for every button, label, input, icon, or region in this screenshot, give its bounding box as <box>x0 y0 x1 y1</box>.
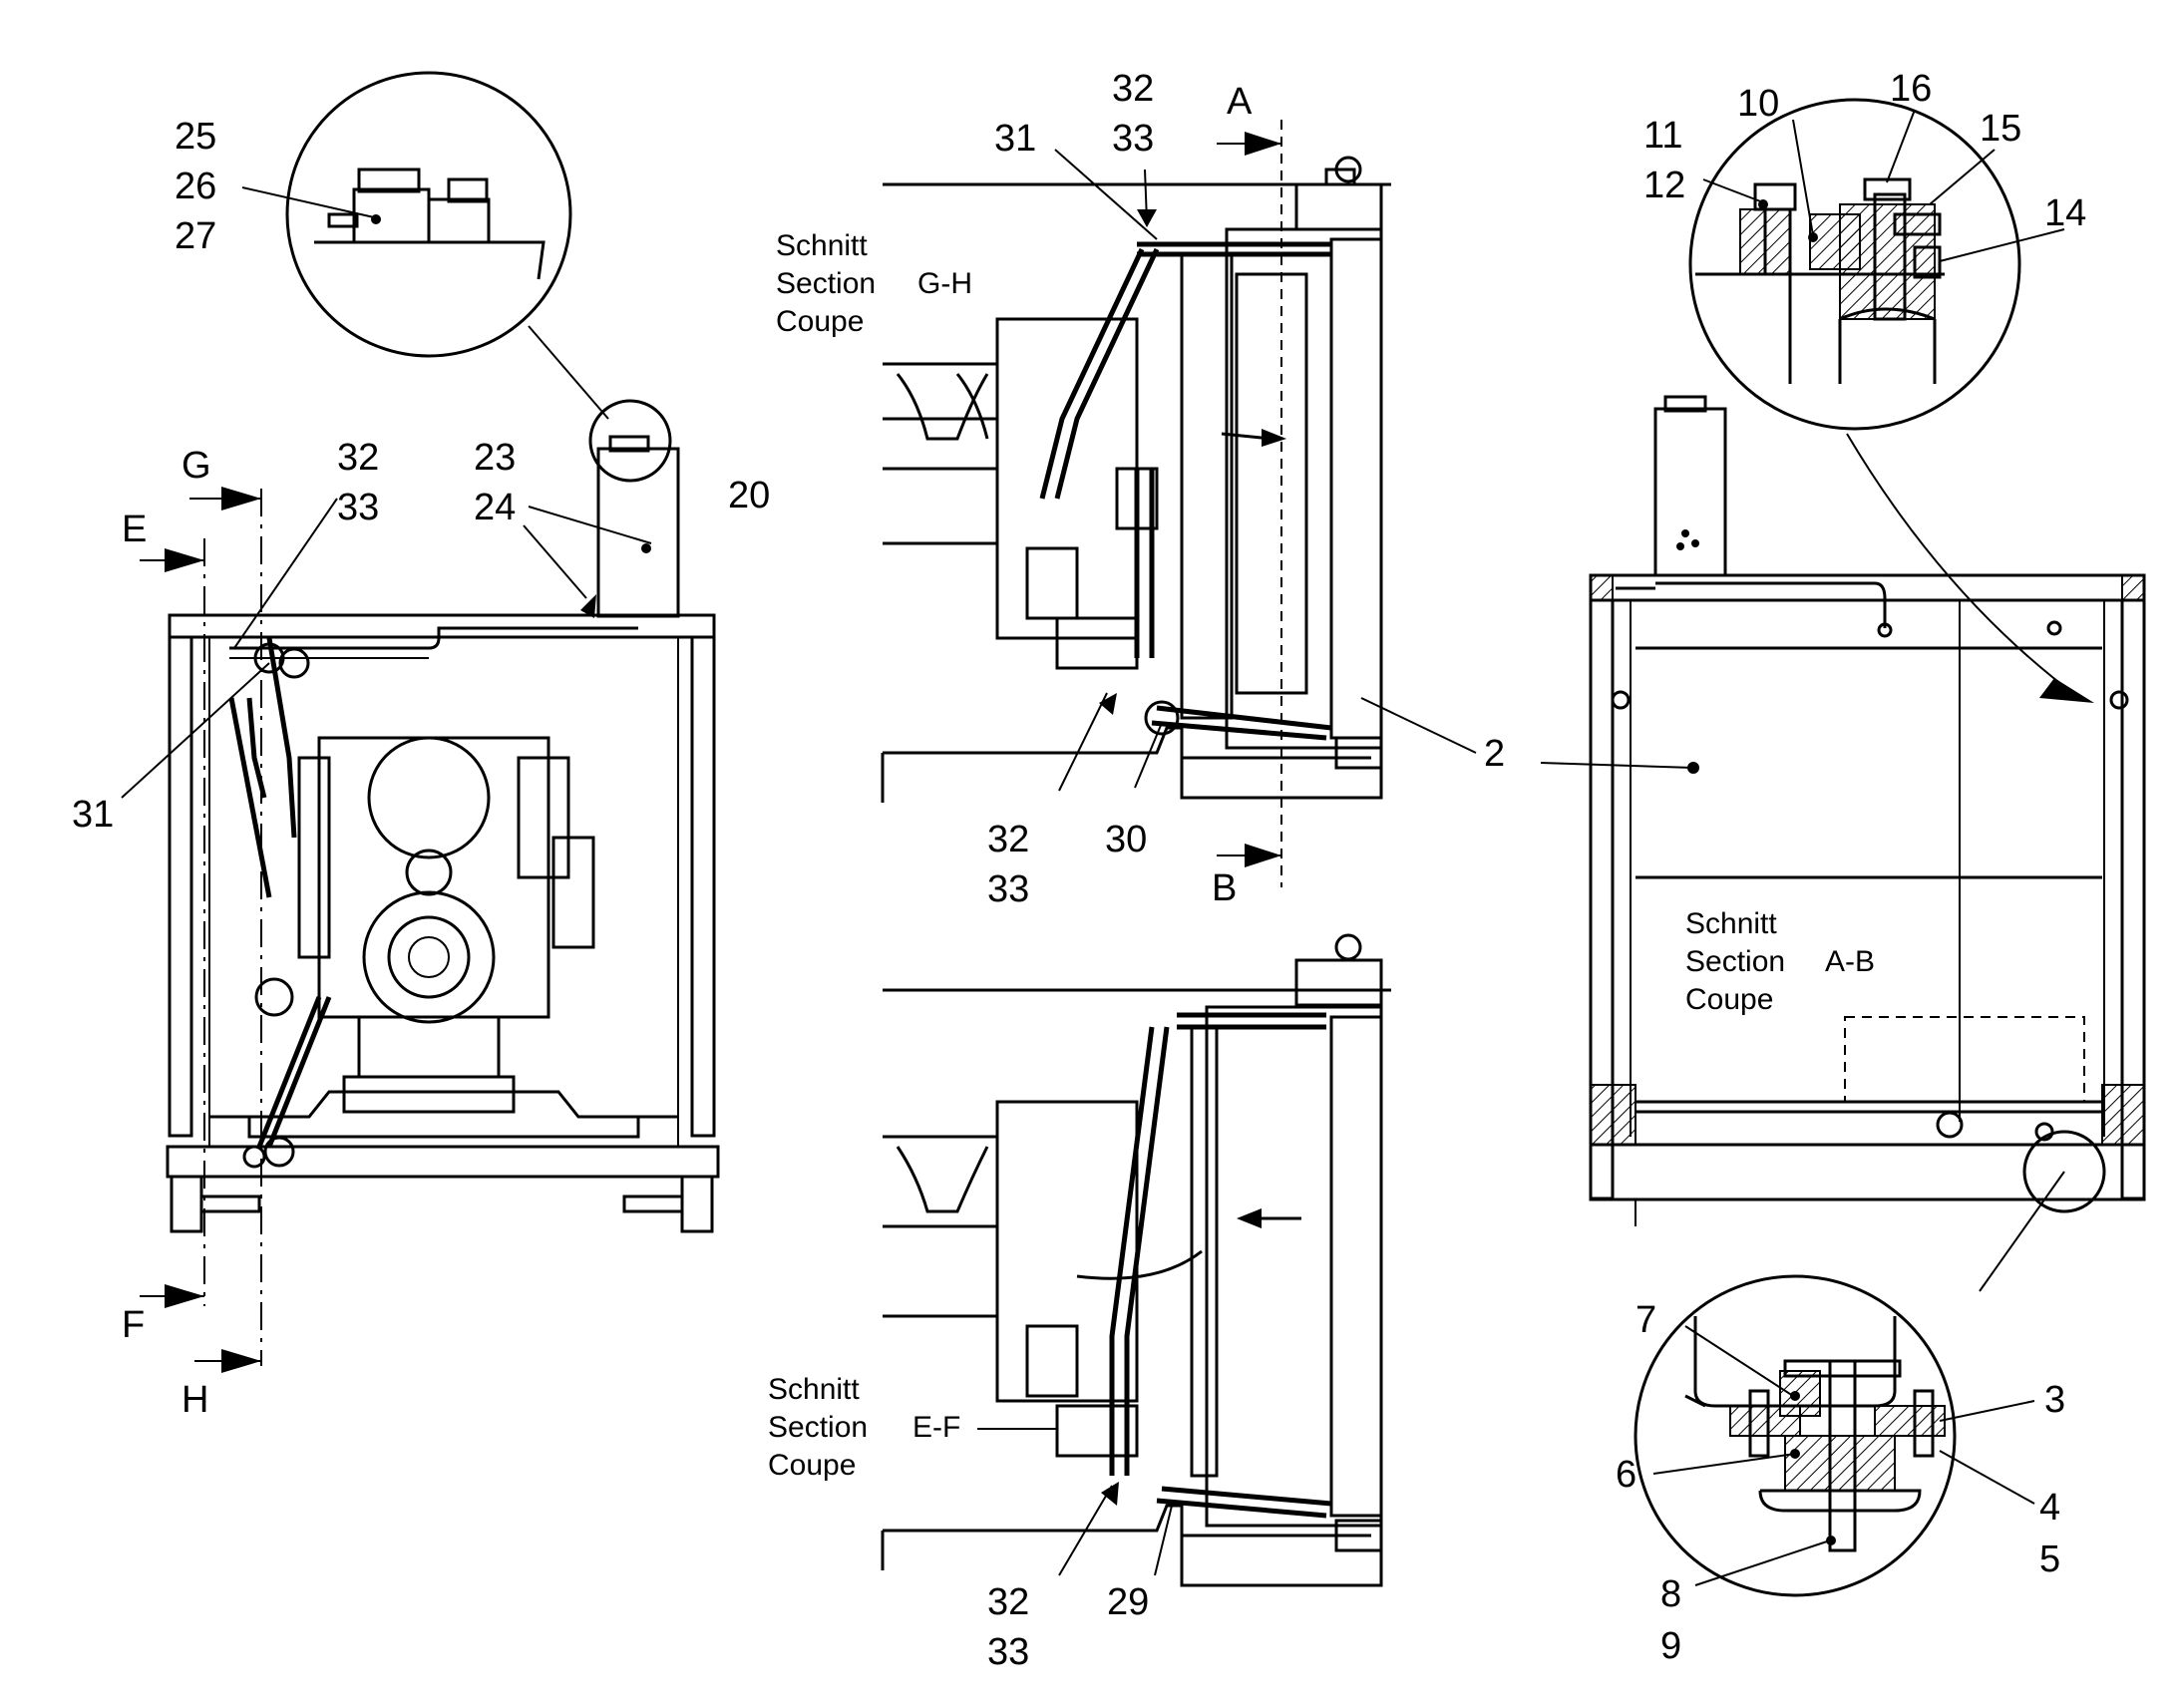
callout-11: 11 <box>1643 115 1683 157</box>
callout-10: 10 <box>1737 83 1780 125</box>
callout-31: 31 <box>994 118 1037 160</box>
section-marker-f: F <box>122 1304 146 1346</box>
callout-7: 7 <box>1635 1299 1657 1341</box>
section-label-line: Schnitt <box>776 229 868 262</box>
callout-3: 3 <box>2044 1379 2066 1421</box>
callout-4: 4 <box>2039 1487 2061 1529</box>
section-label-line: Coupe <box>768 1449 857 1482</box>
callout-32: 32 <box>1112 68 1155 110</box>
section-marker-e: E <box>122 509 148 550</box>
callout-32: 32 <box>337 437 380 479</box>
callout-20: 20 <box>728 475 771 516</box>
callout-25: 25 <box>175 116 217 158</box>
callout-23: 23 <box>474 437 517 479</box>
callout-33: 33 <box>987 868 1030 910</box>
section-label-line: Schnitt <box>1685 907 1777 940</box>
callout-15: 15 <box>1980 108 2022 150</box>
detail-frame-joint <box>1688 98 2065 431</box>
callout-31: 31 <box>72 794 115 836</box>
callout-29: 29 <box>1107 1581 1150 1623</box>
callout-5: 5 <box>2039 1538 2061 1580</box>
callout-9: 9 <box>1660 1625 1682 1667</box>
callout-33: 33 <box>337 487 380 528</box>
section-label-code: E-F <box>912 1411 961 1444</box>
callout-30: 30 <box>1105 819 1148 860</box>
section-marker-h: H <box>182 1379 209 1421</box>
callout-12: 12 <box>1643 165 1686 206</box>
section-label-line: Coupe <box>776 305 865 338</box>
callout-14: 14 <box>2044 192 2087 234</box>
callout-26: 26 <box>175 166 217 207</box>
section-label-code: A-B <box>1825 945 1876 978</box>
callout-24: 24 <box>474 487 517 528</box>
callout-6: 6 <box>1616 1454 1637 1496</box>
callout-8: 8 <box>1660 1573 1682 1615</box>
section-label-code: G-H <box>917 267 972 300</box>
callout-32: 32 <box>987 819 1030 860</box>
section-gh-view <box>881 120 1477 887</box>
callout-33: 33 <box>1112 118 1155 160</box>
section-label-line: Section <box>1685 945 1786 978</box>
callout-33: 33 <box>987 1631 1030 1673</box>
callout-27: 27 <box>175 215 217 257</box>
detail-mount <box>1634 1274 2035 1597</box>
section-ab-view <box>1540 395 2146 1292</box>
callout-2: 2 <box>1484 733 1506 775</box>
section-label-line: Section <box>776 267 877 300</box>
front-view <box>121 435 720 1373</box>
section-ef-view <box>881 933 1391 1587</box>
callout-32: 32 <box>987 1581 1030 1623</box>
section-label-line: Section <box>768 1411 869 1444</box>
section-marker-b: B <box>1212 867 1238 909</box>
section-label-line: Schnitt <box>768 1373 860 1406</box>
section-label-line: Coupe <box>1685 983 1774 1016</box>
detail-tank-cap <box>241 71 672 483</box>
section-marker-a: A <box>1227 81 1253 123</box>
section-marker-g: G <box>182 445 211 487</box>
callout-16: 16 <box>1890 68 1933 110</box>
